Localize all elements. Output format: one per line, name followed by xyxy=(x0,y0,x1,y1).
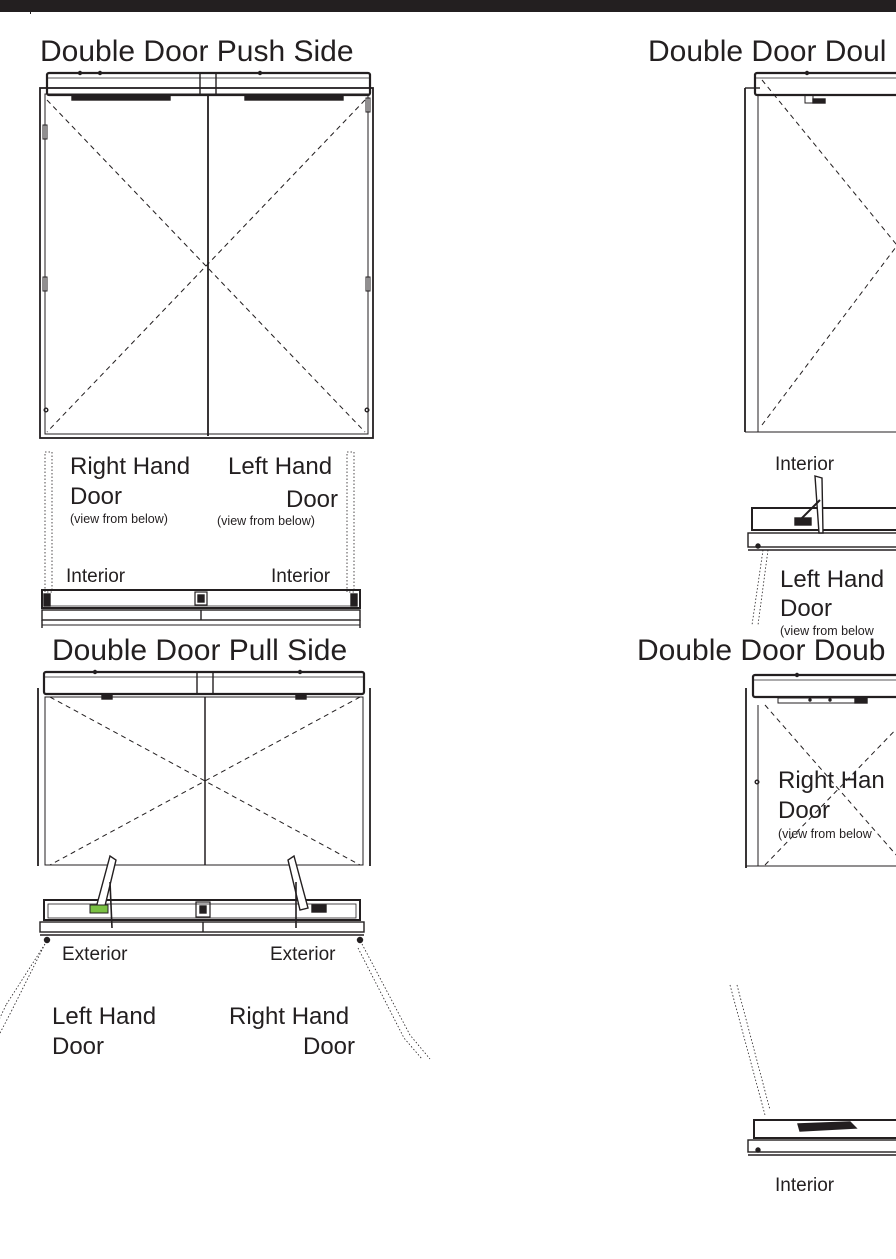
pull-plan-header xyxy=(43,899,361,921)
double-top-view-label: (view from below xyxy=(780,624,874,638)
pull-swing-arcs xyxy=(0,943,431,1060)
double-top-door-label: Door xyxy=(780,595,833,622)
double-bottom-right-hand-label: Right Han xyxy=(778,767,885,794)
double-top-diagonals xyxy=(761,79,896,426)
double-top-arm xyxy=(814,475,824,534)
pull-plan-lock xyxy=(195,901,211,918)
top-border-bar xyxy=(0,0,896,12)
push-header-operator xyxy=(45,71,372,97)
double-bottom-header xyxy=(751,673,896,699)
push-interior-right-label: Interior xyxy=(271,566,331,587)
push-door-diagonals xyxy=(46,99,366,433)
pull-left-door-label: Door xyxy=(52,1033,105,1060)
push-right-view-label: (view from below) xyxy=(70,512,168,526)
push-frame xyxy=(39,87,374,439)
double-top-left-hand-label: Left Hand xyxy=(780,566,885,593)
double-top-elevation xyxy=(744,70,896,433)
push-plan-view xyxy=(41,451,361,628)
title-double-bottom: Double Door Doub xyxy=(637,634,886,667)
double-bottom-elevation xyxy=(745,672,896,868)
double-bottom-arm xyxy=(797,1121,858,1132)
push-interior-left-label: Interior xyxy=(66,566,126,587)
double-top-interior-label: Interior xyxy=(775,454,835,475)
pull-right-hand-label: Right Hand xyxy=(229,1003,350,1030)
title-double-top: Double Door Doul xyxy=(648,35,887,68)
double-bottom-plan xyxy=(729,984,896,1156)
pull-side-elevation xyxy=(37,669,371,866)
double-top-header xyxy=(753,71,896,97)
push-side-elevation xyxy=(39,70,374,439)
push-plan-lock xyxy=(194,591,208,606)
pull-exterior-left-label: Exterior xyxy=(62,944,128,965)
pull-right-arm xyxy=(287,854,309,911)
double-top-plan xyxy=(747,475,896,626)
push-left-door-label: Door xyxy=(286,486,339,513)
double-bottom-door-label: Door xyxy=(778,797,831,824)
double-bottom-interior-label: Interior xyxy=(775,1175,835,1196)
pull-door-diagonals xyxy=(49,696,361,866)
pull-exterior-right-label: Exterior xyxy=(270,944,336,965)
top-border-tick xyxy=(30,0,31,14)
pull-plan-view xyxy=(39,854,365,944)
pull-left-hand-label: Left Hand xyxy=(52,1003,157,1030)
title-pull-side: Double Door Pull Side xyxy=(52,634,348,667)
pull-right-door-label: Door xyxy=(303,1033,356,1060)
push-left-view-label: (view from below) xyxy=(217,514,315,528)
push-left-arm xyxy=(71,95,171,101)
double-bottom-diagonals xyxy=(764,704,896,866)
push-right-arm xyxy=(244,95,344,101)
push-plan-header xyxy=(41,589,361,609)
double-bottom-view-label: (view from below xyxy=(778,827,872,841)
pull-frame xyxy=(38,688,370,866)
push-left-hand-label: Left Hand xyxy=(228,453,333,480)
push-right-door-label: Door xyxy=(70,483,123,510)
pull-left-arm xyxy=(95,854,117,911)
title-push-side: Double Door Push Side xyxy=(40,35,354,68)
push-right-hand-label: Right Hand xyxy=(70,453,191,480)
pull-header-operator xyxy=(42,670,366,696)
